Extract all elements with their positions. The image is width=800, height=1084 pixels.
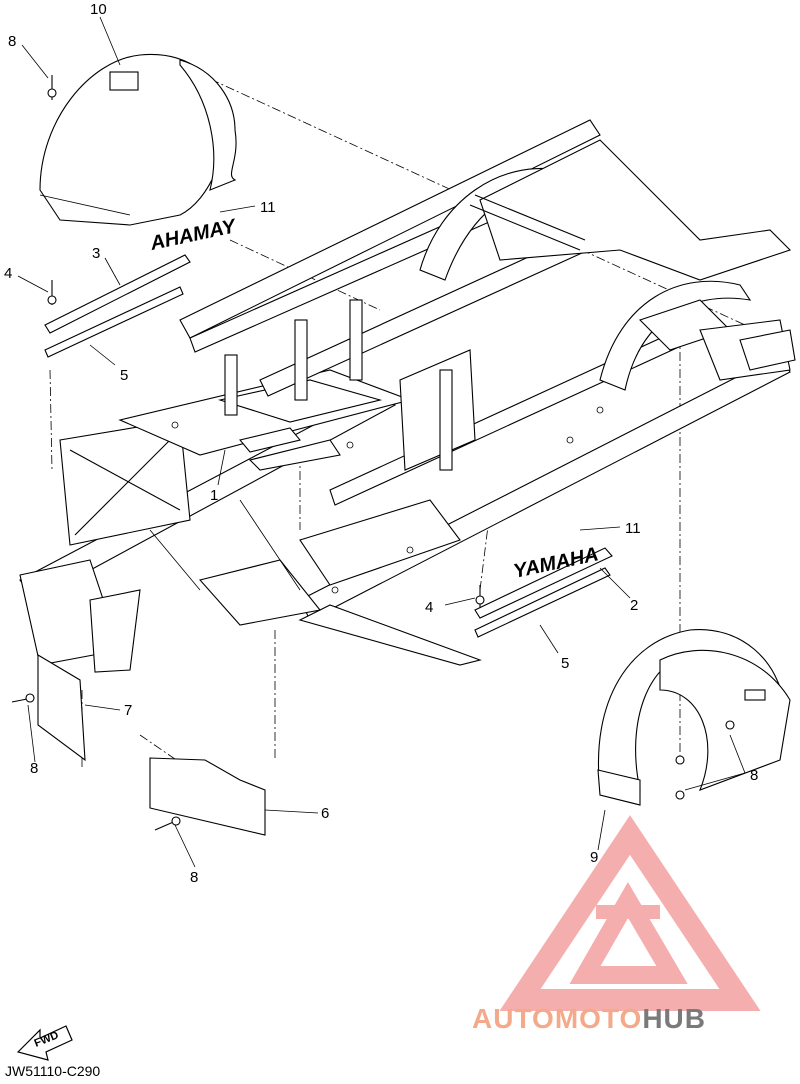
callout-3: 3 — [92, 245, 100, 262]
fwd-arrow-icon: FWD — [16, 1025, 73, 1061]
diagram-code: JW51110-C290 — [5, 1063, 100, 1079]
watermark-logo — [499, 815, 761, 1011]
callout-leaders — [17, 16, 746, 868]
callout-2: 2 — [630, 597, 638, 614]
callout-9: 9 — [590, 849, 598, 866]
watermark-part2: MOTO — [555, 1003, 642, 1034]
callout-4-right: 4 — [425, 599, 433, 616]
watermark-part1: AUTO — [472, 1003, 555, 1034]
callout-5-right: 5 — [561, 655, 569, 672]
callout-4-left: 4 — [4, 265, 12, 282]
callout-8-bottom: 8 — [190, 869, 198, 886]
callout-7: 7 — [124, 702, 132, 719]
callout-10: 10 — [90, 1, 107, 18]
frame-assembly — [19, 119, 796, 673]
callout-8-top: 8 — [8, 33, 16, 50]
svg-text:AUTOMOTOHUB: AUTOMOTOHUB — [472, 1003, 706, 1034]
callout-8-left: 8 — [30, 760, 38, 777]
side-cover-parts — [37, 654, 266, 836]
watermark-part3: HUB — [642, 1003, 706, 1034]
rear-fender-part — [597, 628, 791, 806]
callout-1: 1 — [210, 487, 218, 504]
front-fender-part — [39, 53, 237, 226]
decal-left: AHAMAY — [147, 215, 239, 255]
watermark-text: AUTOMOTOHUB — [472, 1003, 706, 1034]
callout-11-right: 11 — [625, 520, 641, 537]
callout-6: 6 — [321, 805, 329, 822]
callout-8-right: 8 — [750, 767, 758, 784]
callout-5-left: 5 — [120, 367, 128, 384]
strip-parts — [44, 254, 613, 638]
fastener-parts — [11, 75, 735, 831]
callout-11-left: 11 — [260, 199, 276, 216]
